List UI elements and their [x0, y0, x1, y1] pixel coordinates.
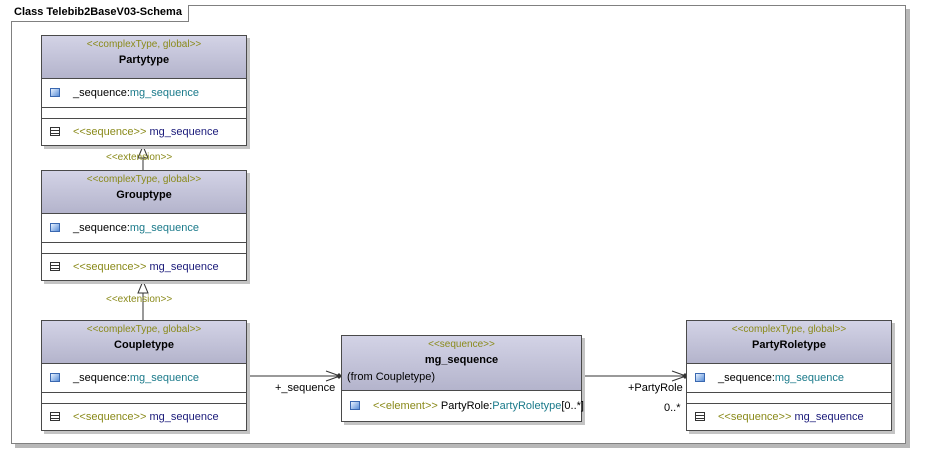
operation-name: mg_sequence [791, 411, 864, 423]
element-row[interactable]: <<element>> PartyRole:PartyRoletype[0..*… [342, 391, 584, 421]
attribute-row[interactable]: _sequence:mg_sequence [42, 214, 246, 242]
extension-label-1: <<extension>> [106, 152, 173, 163]
attributes-section: _sequence:mg_sequence [42, 79, 246, 108]
attribute-type: mg_sequence [129, 87, 199, 99]
attribute-name: _sequence: [718, 372, 775, 384]
empty-section [42, 243, 246, 254]
element-icon [350, 401, 360, 410]
operations-section: <<sequence>> mg_sequence [42, 254, 246, 280]
class-grouptype[interactable]: <<complexType, global>> Grouptype _seque… [41, 170, 247, 281]
element-type: PartyRoletype [492, 400, 562, 412]
attribute-row[interactable]: _sequence:mg_sequence [42, 364, 246, 392]
attributes-section: _sequence:mg_sequence [42, 214, 246, 243]
class-name: Grouptype [116, 189, 172, 201]
extension-arrowhead-1 [137, 144, 149, 159]
class-header: <<complexType, global>> Grouptype [42, 171, 246, 214]
diagram-frame-title: Class Telebib2BaseV03-Schema [11, 5, 189, 22]
attribute-name: _sequence: [73, 372, 130, 384]
class-header: <<complexType, global>> Coupletype [42, 321, 246, 364]
attribute-row[interactable]: _sequence:mg_sequence [687, 364, 891, 392]
operations-section: <<sequence>> mg_sequence [687, 404, 891, 430]
attribute-row[interactable]: _sequence:mg_sequence [42, 79, 246, 107]
composition-diamond-1 [336, 373, 342, 379]
operation-row[interactable]: <<sequence>> mg_sequence [42, 119, 246, 145]
operation-row[interactable]: <<sequence>> mg_sequence [42, 254, 246, 280]
attribute-type: mg_sequence [129, 372, 199, 384]
operation-stereotype: <<sequence>> [73, 126, 147, 138]
operation-stereotype: <<sequence>> [718, 411, 792, 423]
operation-icon [50, 262, 60, 271]
attributes-section: <<element>> PartyRole:PartyRoletype[0..*… [342, 391, 584, 421]
empty-section [42, 393, 246, 404]
attribute-name: _sequence: [73, 87, 130, 99]
empty-section [687, 393, 891, 404]
class-mg-sequence[interactable]: <<sequence>> mg_sequence (from Coupletyp… [341, 335, 584, 422]
class-coupletype[interactable]: <<complexType, global>> Coupletype _sequ… [41, 320, 247, 431]
operation-name: mg_sequence [146, 261, 219, 273]
operation-name: mg_sequence [146, 126, 219, 138]
operations-section: <<sequence>> mg_sequence [42, 119, 246, 145]
from-package-label: (from Coupletype) [347, 371, 436, 383]
stereotype-label: <<complexType, global>> [731, 324, 847, 335]
operations-section: <<sequence>> mg_sequence [42, 404, 246, 430]
class-header: <<complexType, global>> Partytype [42, 36, 246, 79]
attribute-type: mg_sequence [129, 222, 199, 234]
operation-stereotype: <<sequence>> [73, 261, 147, 273]
element-multiplicity: [0..*] [561, 400, 584, 412]
class-partytype[interactable]: <<complexType, global>> Partytype _seque… [41, 35, 247, 146]
attribute-icon [50, 88, 60, 97]
operation-row[interactable]: <<sequence>> mg_sequence [42, 404, 246, 430]
attribute-icon [695, 373, 705, 382]
operation-row[interactable]: <<sequence>> mg_sequence [687, 404, 891, 430]
attribute-icon [50, 223, 60, 232]
association-role-label-1: +_sequence [275, 382, 336, 394]
operation-stereotype: <<sequence>> [73, 411, 147, 423]
operation-icon [50, 127, 60, 136]
class-name: Coupletype [114, 339, 174, 351]
class-name: mg_sequence [424, 354, 499, 366]
operation-name: mg_sequence [146, 411, 219, 423]
class-header: <<complexType, global>> PartyRoletype [687, 321, 891, 364]
attribute-type: mg_sequence [774, 372, 844, 384]
empty-section [42, 108, 246, 119]
extension-label-2: <<extension>> [106, 294, 173, 305]
attributes-section: _sequence:mg_sequence [687, 364, 891, 393]
attributes-section: _sequence:mg_sequence [42, 364, 246, 393]
attribute-name: _sequence: [73, 222, 130, 234]
element-name: PartyRole: [437, 400, 493, 412]
class-header: <<sequence>> mg_sequence (from Coupletyp… [342, 336, 581, 391]
stereotype-label: <<complexType, global>> [86, 174, 202, 185]
stereotype-label: <<sequence>> [428, 339, 495, 350]
operation-icon [695, 412, 705, 421]
stereotype-label: <<complexType, global>> [86, 324, 202, 335]
extension-arrowhead-2 [137, 279, 149, 294]
stereotype-label: <<complexType, global>> [86, 39, 202, 50]
operation-icon [50, 412, 60, 421]
class-partyroletype[interactable]: <<complexType, global>> PartyRoletype _s… [686, 320, 892, 431]
attribute-icon [50, 373, 60, 382]
association-multiplicity-label: 0..* [664, 402, 681, 414]
association-role-label-2: +PartyRole [628, 382, 683, 394]
class-name: Partytype [118, 54, 170, 66]
element-stereotype: <<element>> [373, 400, 438, 412]
class-name: PartyRoletype [752, 339, 826, 351]
